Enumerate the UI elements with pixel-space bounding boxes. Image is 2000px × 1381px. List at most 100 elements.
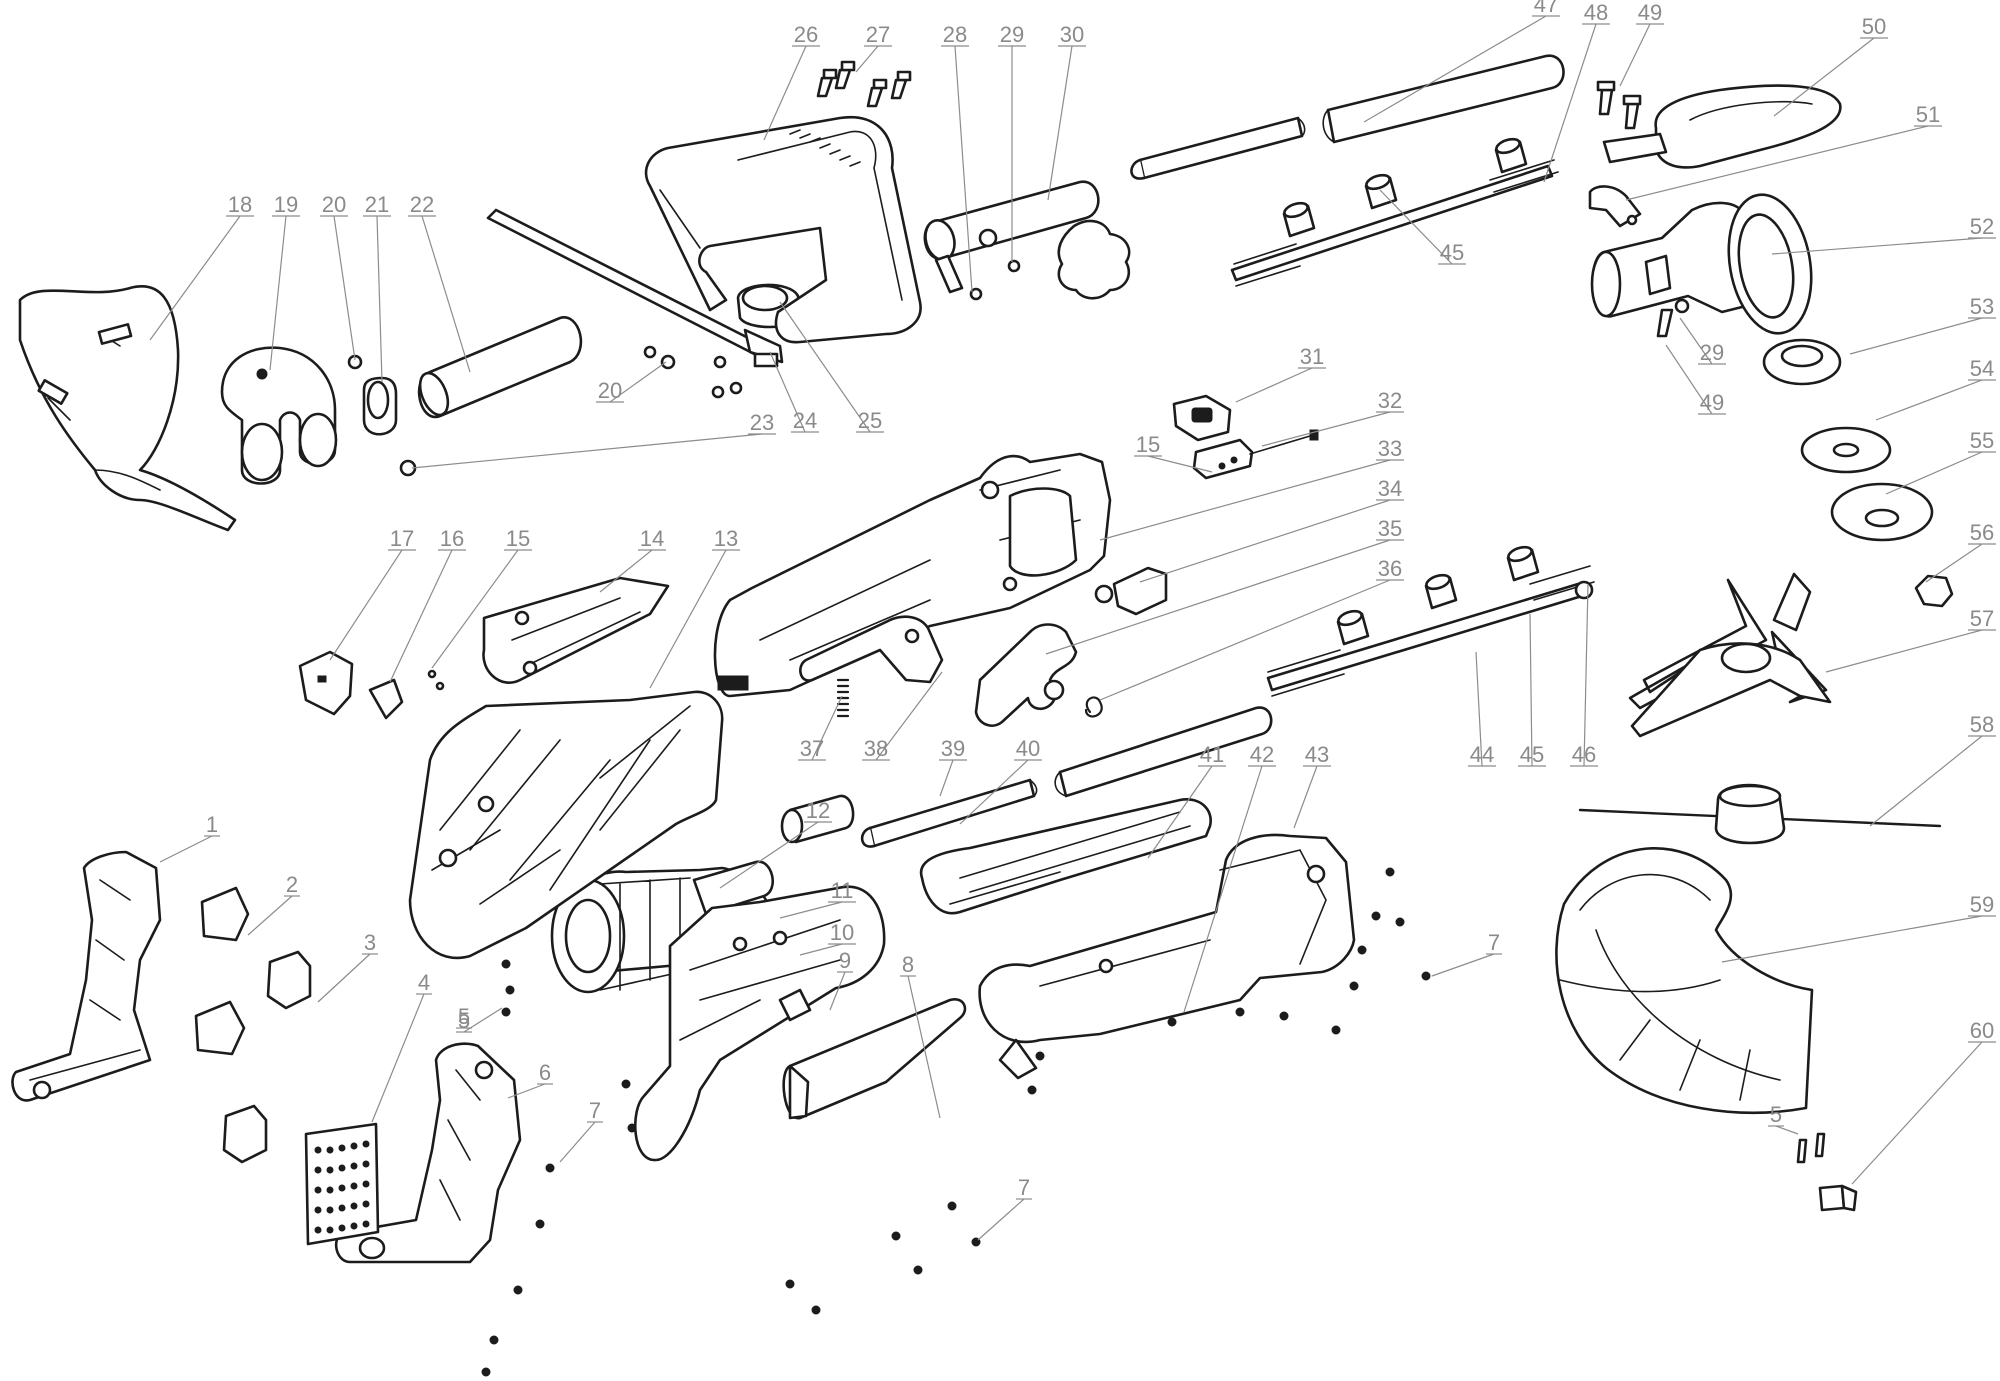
circuit-board bbox=[1192, 438, 1254, 480]
callout-57: 57 bbox=[1825, 606, 1996, 673]
part-number: 35 bbox=[1378, 516, 1402, 541]
callout-leader bbox=[829, 971, 846, 1011]
callout-leader bbox=[769, 351, 806, 433]
callout-leader bbox=[1875, 379, 1983, 421]
part-number: 20 bbox=[598, 378, 622, 403]
callout-2: 2 bbox=[247, 872, 300, 936]
mount-plate bbox=[1588, 185, 1642, 228]
callout-leader bbox=[1047, 45, 1073, 201]
callout-leader bbox=[1235, 367, 1313, 403]
callout-leader bbox=[1869, 735, 1983, 827]
callout-leader bbox=[559, 1121, 596, 1163]
part-number: 51 bbox=[1916, 102, 1940, 127]
callout-22: 22 bbox=[408, 192, 471, 373]
contact-plate bbox=[200, 886, 250, 942]
part-number: 39 bbox=[941, 736, 965, 761]
callout-leader bbox=[1099, 459, 1391, 541]
callout-15: 15 bbox=[1134, 432, 1213, 473]
callout-56: 56 bbox=[1925, 520, 1996, 583]
callout-21: 21 bbox=[363, 192, 391, 383]
callout-46: 46 bbox=[1570, 583, 1598, 767]
callout-leader bbox=[977, 1198, 1025, 1241]
callout-leader bbox=[1261, 411, 1391, 447]
callout-leader bbox=[959, 759, 1029, 825]
shoulder-strap bbox=[18, 285, 237, 532]
blade-guard bbox=[1555, 847, 1814, 1115]
callout-leader bbox=[1625, 125, 1929, 201]
callout-41: 41 bbox=[1147, 742, 1226, 859]
callout-53: 53 bbox=[1849, 294, 1996, 355]
callout-leader bbox=[1775, 1125, 1799, 1135]
callout-leader bbox=[1925, 543, 1983, 583]
callout-20: 20 bbox=[320, 192, 356, 361]
part-number: 8 bbox=[902, 952, 914, 977]
lower-shaft-tube bbox=[868, 778, 1036, 848]
callout-23: 23 bbox=[411, 410, 776, 469]
callout-45: 45 bbox=[1518, 613, 1546, 767]
callout-5: 5 bbox=[1768, 1102, 1799, 1135]
callout-leader bbox=[1851, 1041, 1983, 1185]
part-number: 54 bbox=[1970, 356, 1994, 381]
callout-leader bbox=[939, 759, 954, 797]
callout-7: 7 bbox=[559, 1098, 603, 1163]
part-number: 43 bbox=[1305, 742, 1329, 767]
callout-15: 15 bbox=[431, 526, 532, 669]
part-number: 44 bbox=[1470, 742, 1494, 767]
callout-leader bbox=[1045, 539, 1391, 655]
callout-32: 32 bbox=[1261, 388, 1404, 447]
part-number: 21 bbox=[365, 192, 389, 217]
callout-49: 49 bbox=[1619, 0, 1664, 87]
callout-54: 54 bbox=[1875, 356, 1996, 421]
callout-17: 17 bbox=[329, 526, 416, 661]
callout-47: 47 bbox=[1363, 0, 1560, 123]
part-number: 2 bbox=[286, 872, 298, 897]
callout-59: 59 bbox=[1721, 892, 1996, 963]
callout-leader bbox=[1543, 23, 1597, 183]
part-number: 60 bbox=[1970, 1018, 1994, 1043]
part-number: 5 bbox=[458, 1004, 470, 1029]
bolts-27 bbox=[816, 60, 912, 108]
callout-19: 19 bbox=[269, 192, 300, 371]
callout-29: 29 bbox=[1679, 317, 1726, 365]
callout-43: 43 bbox=[1293, 742, 1331, 829]
part-number: 31 bbox=[1300, 344, 1324, 369]
parts-artwork bbox=[11, 54, 1954, 1377]
part-number: 13 bbox=[714, 526, 738, 551]
switch-cover bbox=[368, 678, 404, 720]
upper-shaft-tube bbox=[1138, 116, 1304, 180]
callout-16: 16 bbox=[389, 526, 466, 683]
callout-18: 18 bbox=[149, 192, 254, 341]
part-number: 19 bbox=[274, 192, 298, 217]
part-number: 4 bbox=[418, 970, 430, 995]
callout-leader bbox=[649, 549, 727, 689]
callout-leader bbox=[1363, 15, 1547, 123]
callout-leader bbox=[1773, 37, 1875, 117]
part-number: 14 bbox=[640, 526, 664, 551]
callout-30: 30 bbox=[1047, 22, 1086, 201]
part-number: 41 bbox=[1200, 742, 1224, 767]
callout-50: 50 bbox=[1773, 14, 1888, 117]
callout-45: 45 bbox=[1379, 189, 1466, 265]
callout-40: 40 bbox=[959, 736, 1042, 825]
callout-55: 55 bbox=[1885, 428, 1996, 495]
callout-leader bbox=[1721, 915, 1983, 963]
part-number: 7 bbox=[589, 1098, 601, 1123]
callout-leader bbox=[421, 215, 471, 373]
callout-leader bbox=[1771, 237, 1983, 255]
callout-3: 3 bbox=[317, 930, 378, 1003]
part-number: 37 bbox=[800, 736, 824, 761]
guard-bracket bbox=[1654, 84, 1842, 169]
handle-shell-right bbox=[978, 833, 1356, 1044]
callout-leader bbox=[411, 433, 763, 469]
callout-42: 42 bbox=[1183, 742, 1276, 1013]
part-number: 7 bbox=[1018, 1175, 1030, 1200]
callout-leader bbox=[1147, 765, 1213, 859]
part-number: 12 bbox=[806, 798, 830, 823]
part-number: 50 bbox=[1862, 14, 1886, 39]
screws bbox=[481, 867, 1431, 1377]
part-number: 36 bbox=[1378, 556, 1402, 581]
callout-33: 33 bbox=[1099, 436, 1404, 541]
callout-leader bbox=[1139, 499, 1391, 583]
